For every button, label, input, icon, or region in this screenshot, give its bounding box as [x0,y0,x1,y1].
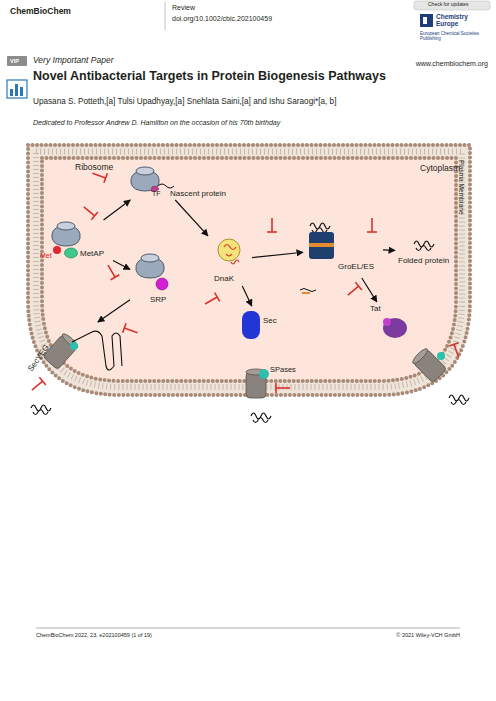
inhibition-mark [29,169,464,394]
groel-icon [309,243,334,247]
spase-icon [437,352,445,360]
dedication: Dedicated to Professor Andrew D. Hamilto… [33,119,280,127]
article-type: Review [172,4,195,12]
secreted-coil [251,413,271,423]
review-icon [7,80,27,98]
pathway-arrow [113,261,130,270]
groel-icon [309,232,334,259]
doi-text: doi.org/10.1002/cbic.202100459 [172,15,272,23]
tat-channel [411,347,447,383]
pathway-component: DnaK [208,234,252,286]
component-label: Nascent protein [170,189,226,198]
update-badge [414,1,490,10]
pathway-arrow [98,300,130,322]
pathway-component: GroEL/ES [303,218,383,278]
pathway-component: SPases [256,362,308,380]
footer-copyright: © 2021 Wiley-VCH GmbH [396,632,460,638]
component-label: SecYEG [26,343,51,373]
substrate-coil [310,223,330,233]
pathway-arrow [252,252,303,257]
ribosome-icon [52,222,80,246]
component-label: DnaK [214,274,234,283]
folded-coil [414,241,434,251]
metap-icon [65,248,78,258]
client-chain [224,245,236,257]
vip-badge [7,56,27,66]
component-label: SRP [150,295,166,304]
component-label: Sec [263,316,277,325]
ribosome-icon [131,167,159,191]
author-list: Upasana S. Potteth,[a] Tulsi Upadhyay,[a… [33,97,336,106]
pathway-component: Sec [238,306,283,343]
publisher-name: Chemistry Europe [436,13,481,28]
substrate-coil [300,289,316,292]
pathway-component: Folded protein [395,232,467,272]
footer-citation: ChemBioChem 2022, 23, e202100459 (1 of 1… [36,632,152,638]
nascent-chain [158,184,174,188]
membrane-protein [72,331,122,370]
pathway-arrow [104,200,131,220]
publisher-subtitle: European Chemical Societies Publishing [420,31,482,41]
journal-url: www.chembiochem.org [416,60,488,68]
met-icon [53,246,61,254]
component-label: Ribosome [75,163,113,173]
secreted-coil [449,395,469,405]
dnak-icon [218,239,240,261]
secreted-coil [31,405,51,415]
publisher-logo [423,17,427,24]
footer-rule [36,628,460,629]
journal-name: ChemBioChem [10,7,71,17]
pathway-component: Met MetAP [38,220,113,262]
client-chain [231,260,239,264]
pathway-component: Tat [368,302,412,344]
membrane-label: Plasma Membrane [458,160,465,215]
pathway-arrow [383,249,395,251]
update-badge-text: Check for updates [428,2,469,8]
pathway-arrow [362,278,377,302]
membrane-band [28,144,470,395]
pathway-arrow [175,200,208,236]
spase-icon [259,369,269,379]
lipid-tails [36,152,462,388]
component-label: GroEL/ES [338,262,374,271]
lipid-heads [42,158,456,381]
component-label: Folded protein [398,256,449,265]
pathway-component: SecYEG [18,322,98,377]
pathway-component: SRP [130,255,180,310]
lipid-heads [28,145,470,395]
srp-icon [156,278,168,290]
spase-icon [70,342,78,350]
component-label: Met [40,252,52,260]
cytoplasm [42,158,456,381]
tat-icon [383,318,407,338]
pathway-component: RibosomeTF Nascent protein [72,160,242,200]
tat-substrate [383,318,391,326]
signal-peptide [302,292,310,294]
ribosome-icon [136,254,164,278]
component-label: MetAP [80,249,104,258]
article-category: Very Important Paper [33,56,113,66]
paper-title: Novel Antibacterial Targets in Protein B… [33,69,386,83]
vip-badge-text: VIP [10,58,19,64]
component-label: SPases [270,366,296,375]
publisher-logo [420,14,433,27]
component-label: Tat [370,304,381,313]
header-divider [165,2,166,30]
component-label: TF [152,190,161,198]
compartment-label: Cytoplasm [420,164,460,174]
seca-icon [242,311,260,339]
pathway-arrow [242,286,251,306]
